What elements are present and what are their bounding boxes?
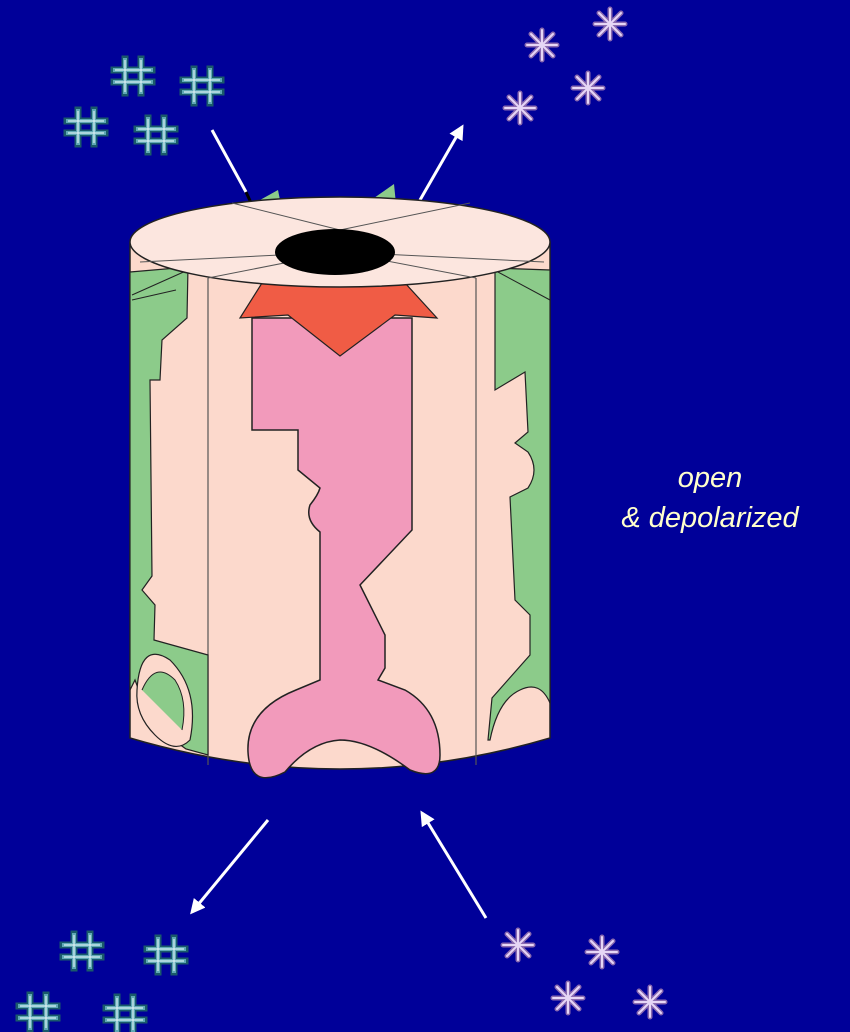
state-caption: open & depolarized [570,458,850,538]
outflow-arrow-bottom [192,820,268,912]
asterisk-molecule-icon [595,9,625,39]
asterisk-molecule-icon [553,983,583,1013]
outflow-arrow-top [420,127,462,200]
hash-molecule-icon [67,110,105,144]
hash-molecules-bottom-group [19,934,185,1031]
caption-line-open: open [570,458,850,498]
hash-molecule-icon [114,59,152,93]
asterisk-molecule-icon [503,930,533,960]
asterisk-molecule-icon [505,93,535,123]
hash-molecule-icon [183,69,221,103]
hash-molecule-icon [19,995,57,1029]
caption-line-depolarized: & depolarized [570,498,850,538]
asterisk-molecule-icon [573,73,603,103]
hash-molecules-top-group [67,59,221,152]
hash-molecule-icon [147,938,185,972]
channel-cylinder [130,197,550,778]
asterisk-molecule-icon [527,30,557,60]
inflow-arrow-top [212,130,246,192]
inflow-arrow-bottom [422,813,486,918]
hash-molecule-icon [63,934,101,968]
asterisk-molecule-icon [635,987,665,1017]
channel-pore [275,229,395,275]
asterisk-molecules-bottom-group [503,930,665,1017]
hash-molecule-icon [137,118,175,152]
asterisk-molecule-icon [587,937,617,967]
asterisk-molecules-top-group [505,9,625,123]
hash-molecule-icon [106,997,144,1031]
